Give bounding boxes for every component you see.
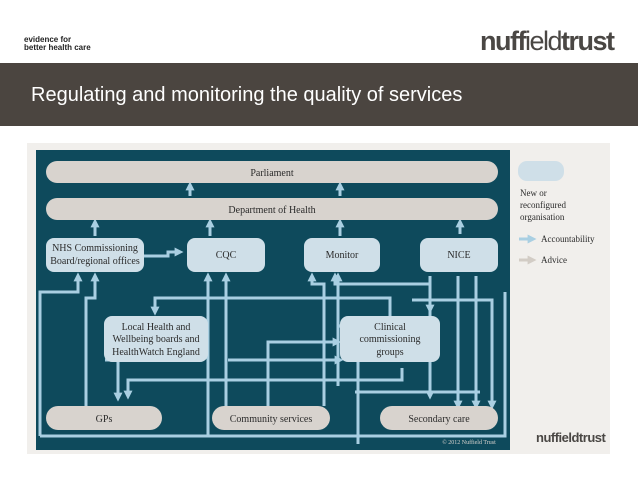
node-monitor-label: Monitor: [326, 250, 359, 261]
node-community-label: Community services: [230, 414, 313, 425]
page-title: Regulating and monitoring the quality of…: [31, 84, 463, 106]
node-local-label-2: Wellbeing boards and: [113, 334, 200, 345]
node-ccg-label-2: commissioning: [359, 334, 420, 345]
connector: [266, 337, 342, 406]
connector: [208, 292, 507, 438]
node-cqc: [187, 238, 265, 272]
node-nhs-label-1: NHS Commissioning: [52, 243, 138, 254]
node-local-label-3: HealthWatch England: [112, 347, 200, 358]
legend-advice-label: Advice: [541, 255, 567, 265]
node-ccg-label-3: groups: [376, 347, 403, 358]
node-parliament-label: Parliament: [250, 168, 294, 179]
node-nice-label: NICE: [447, 250, 470, 261]
node-monitor: [304, 238, 380, 272]
copyright-text: © 2012 Nuffield Trust: [442, 439, 496, 446]
connector: [307, 272, 326, 406]
node-department-of-health: [46, 198, 498, 220]
node-local-health-wellbeing: [104, 316, 208, 362]
connector: [84, 272, 100, 406]
node-ccg-label-1: Clinical: [374, 322, 406, 333]
brand-logo: nuffieldtrust: [480, 26, 615, 56]
connector: [38, 272, 83, 436]
node-community-services: [212, 406, 330, 430]
node-cqc-label: CQC: [216, 250, 237, 261]
connector: [142, 247, 184, 258]
node-clinical-commissioning-groups: [340, 316, 440, 362]
footer-logo: nuffieldtrust: [536, 430, 606, 445]
legend-new-org-swatch: [518, 161, 564, 181]
node-nhs-label-2: Board/regional offices: [50, 256, 140, 267]
legend-new-line-2: reconfigured: [520, 200, 566, 210]
node-gps: [46, 406, 162, 430]
connector: [150, 296, 392, 318]
node-local-label-1: Local Health and: [122, 322, 191, 333]
node-secondary-label: Secondary care: [408, 414, 470, 425]
tagline-line-2: better health care: [24, 43, 91, 52]
connector: [412, 298, 497, 410]
legend-new-line-1: New or: [520, 188, 547, 198]
legend-new-line-3: organisation: [520, 212, 565, 222]
tagline-line-1: evidence for: [24, 35, 72, 44]
node-gps-label: GPs: [96, 414, 113, 425]
connector: [123, 368, 404, 400]
legend-accountability-label: Accountability: [541, 234, 595, 244]
node-department-label: Department of Health: [228, 205, 315, 216]
node-nhs-commissioning-board: [46, 238, 144, 272]
tagline: evidence for better health care: [24, 36, 91, 52]
node-nice: [420, 238, 498, 272]
node-secondary-care: [380, 406, 498, 430]
node-parliament: [46, 161, 498, 183]
title-banner: [0, 63, 638, 126]
